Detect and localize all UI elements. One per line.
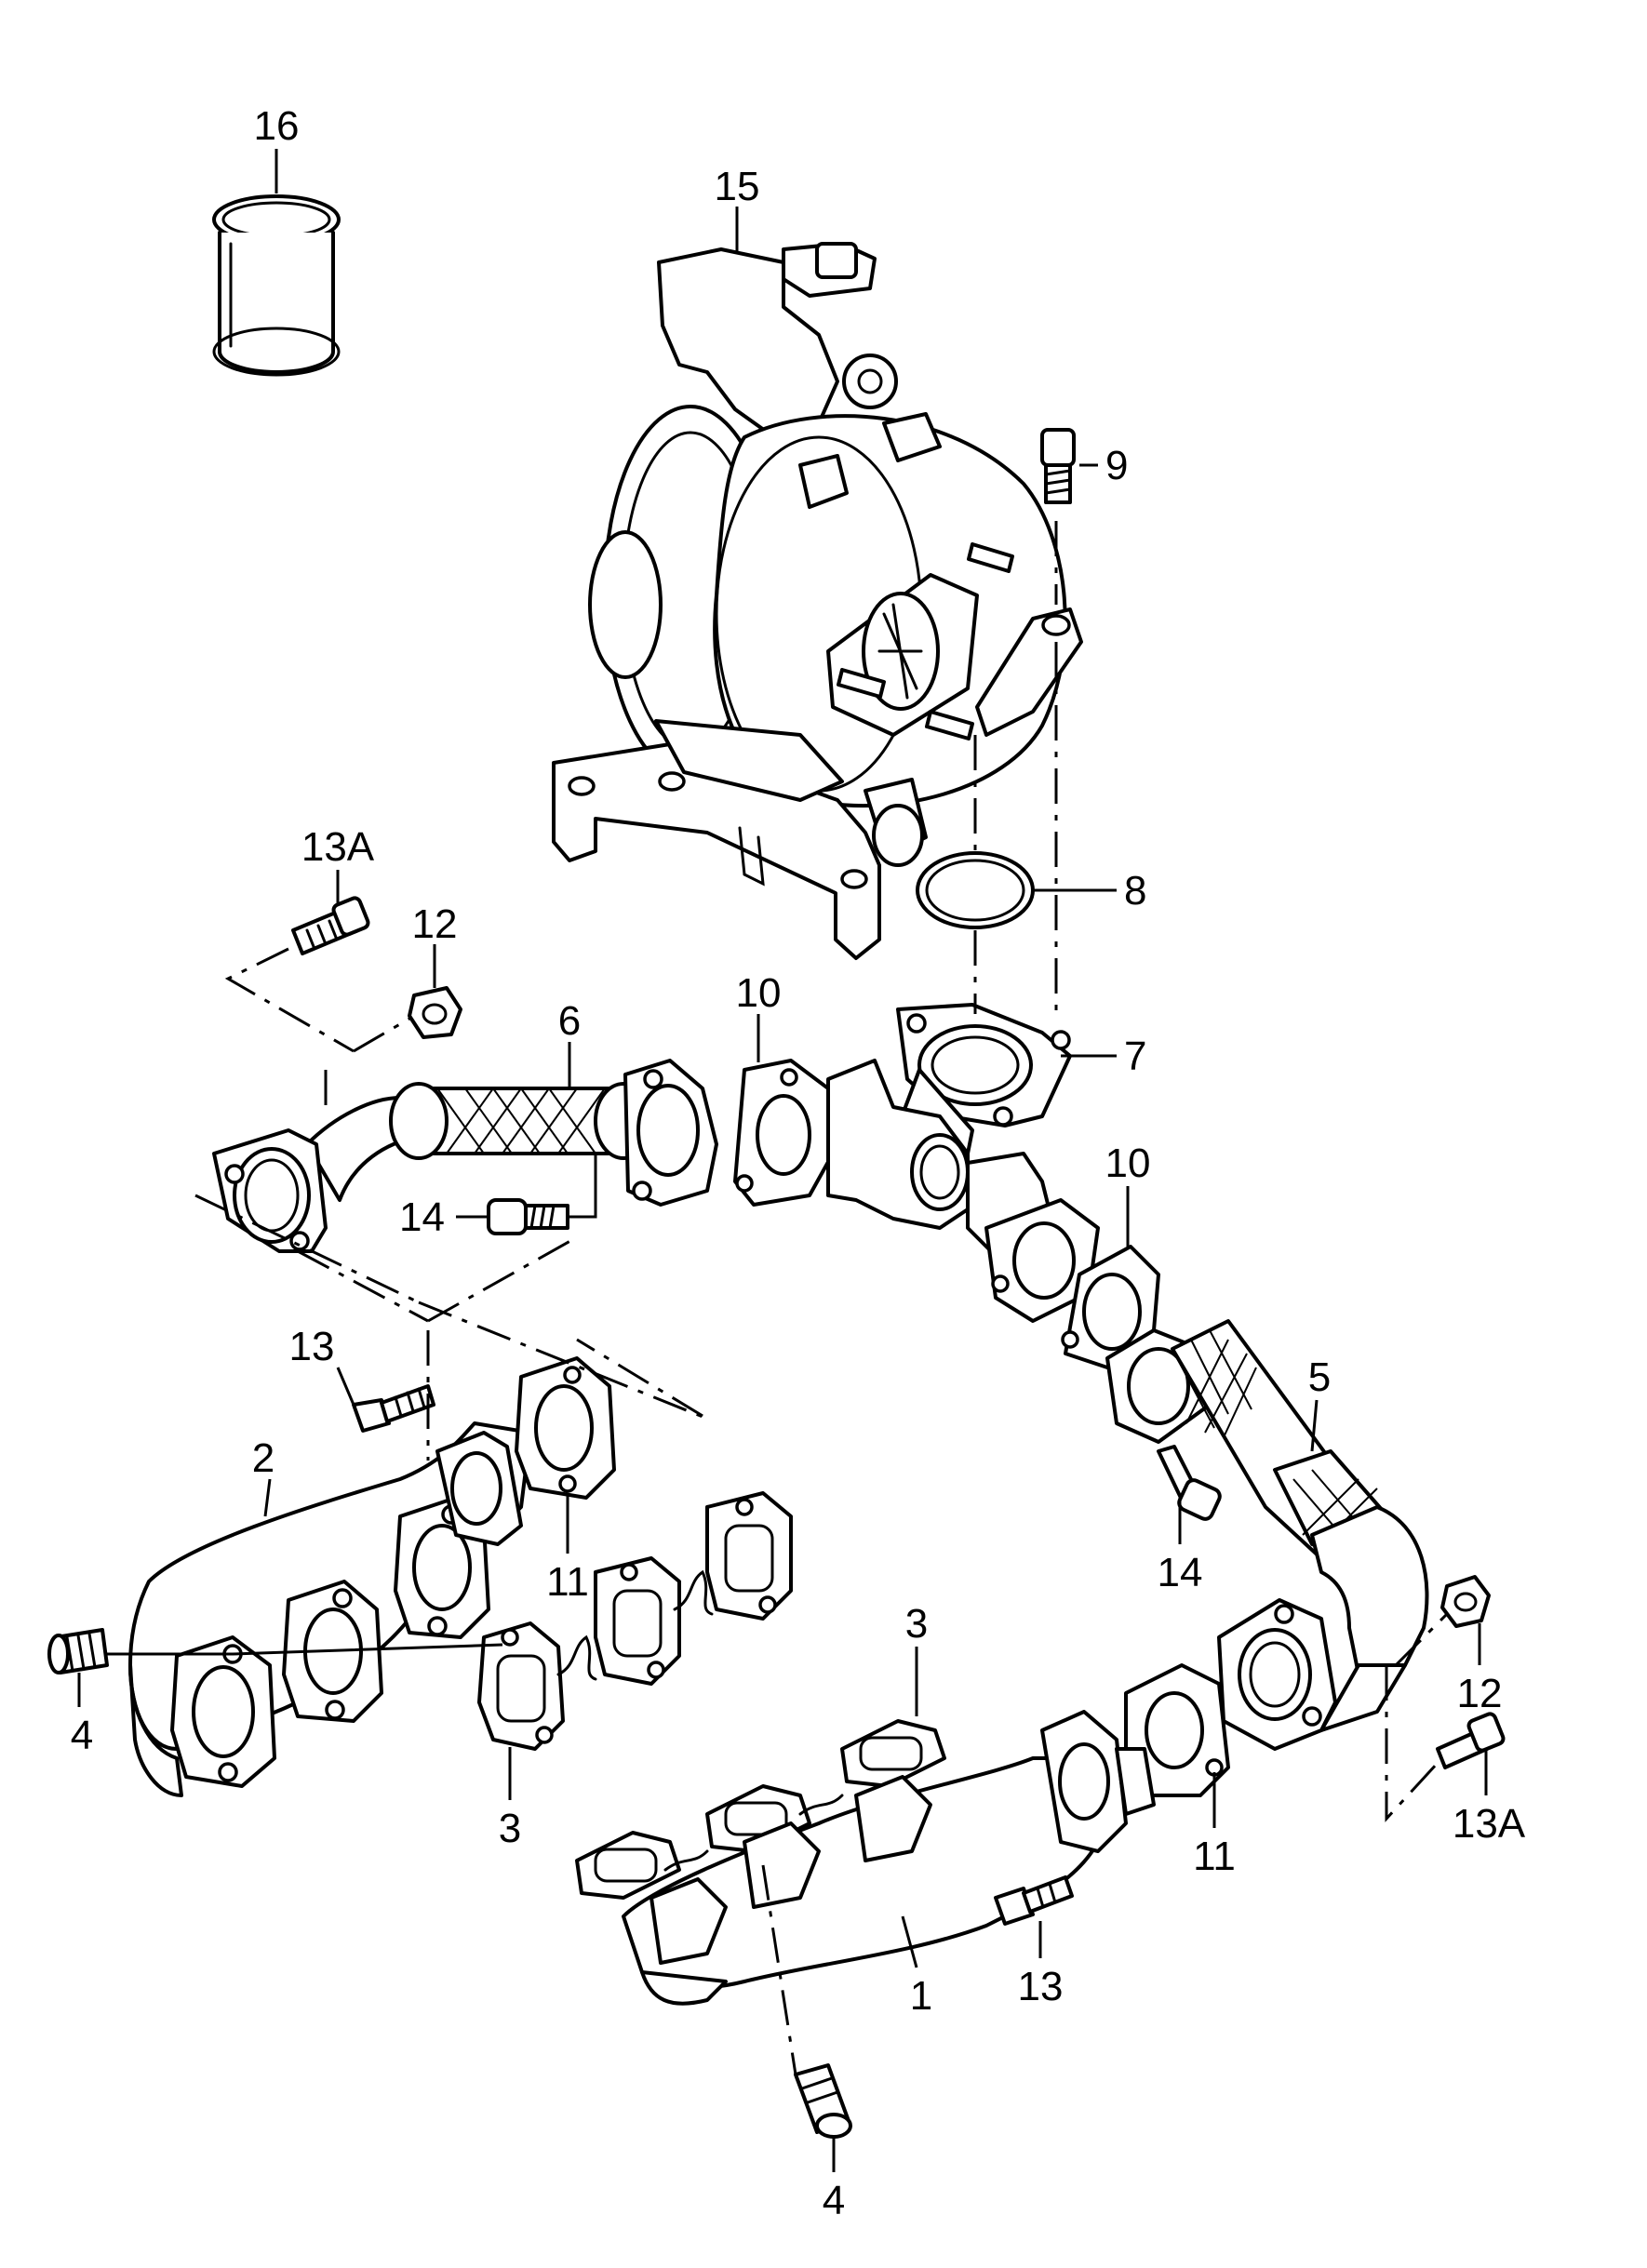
- callout-8: 8: [1124, 868, 1146, 914]
- ring-gasket-part-8: [916, 851, 1035, 929]
- callout-10-right: 10: [1105, 1141, 1151, 1186]
- callout-labels: 16 15 9 8 7 13A 12 6 10 10 14 13 2 11 5 …: [71, 103, 1526, 2223]
- callout-3-left: 3: [499, 1806, 521, 1851]
- gasket-part-11-left: [515, 1356, 616, 1500]
- callout-12-top: 12: [412, 901, 458, 947]
- bolt-part-13-bottom: [994, 1875, 1074, 1926]
- nut-part-4-bottom: [794, 2063, 852, 2139]
- callout-12-right: 12: [1457, 1671, 1503, 1716]
- callout-1: 1: [910, 1973, 932, 2019]
- callout-11-left: 11: [546, 1559, 589, 1605]
- callout-11-right: 11: [1193, 1834, 1236, 1879]
- callout-13A-bottom: 13A: [1453, 1801, 1526, 1847]
- bolt-part-13A-bottom: [1436, 1712, 1506, 1769]
- callout-3-right: 3: [905, 1601, 928, 1647]
- callout-14-left: 14: [399, 1194, 445, 1240]
- gasket-part-10-left: [733, 1059, 835, 1207]
- exhaust-manifold-part-2: [128, 1421, 532, 1797]
- callout-13-bottom: 13: [1018, 1964, 1064, 2009]
- callout-9: 9: [1105, 443, 1128, 488]
- callout-13-left: 13: [289, 1324, 335, 1369]
- sleeve-part-16: [212, 194, 341, 377]
- gasket-part-11-right: [1124, 1663, 1230, 1797]
- callout-4-left: 4: [71, 1713, 93, 1758]
- leader-lines: [77, 149, 1488, 2172]
- flex-pipe-part-6: [212, 1059, 718, 1253]
- bolt-part-13-left: [352, 1384, 435, 1433]
- callout-16: 16: [254, 103, 300, 149]
- callout-13A-top: 13A: [301, 824, 375, 870]
- callout-4-bottom: 4: [823, 2178, 845, 2223]
- nut-part-12-right: [1440, 1575, 1491, 1628]
- nut-part-12-top: [408, 986, 462, 1039]
- turbocharger-part-15: [552, 242, 1083, 960]
- callout-6: 6: [558, 998, 581, 1044]
- callout-14-right: 14: [1158, 1550, 1203, 1595]
- exhaust-manifold-part-1: [622, 1710, 1156, 2006]
- callout-10-left: 10: [736, 970, 782, 1016]
- manifold-gasket-part-3-left: [477, 1491, 793, 1751]
- pipe-flange-lower-right: [1217, 1598, 1337, 1751]
- callout-2: 2: [252, 1435, 274, 1481]
- flex-pipe-part-5: [1105, 1319, 1429, 1732]
- bolt-part-14-right: [1157, 1445, 1222, 1521]
- bolt-part-14-left: [487, 1198, 569, 1235]
- callout-5: 5: [1308, 1354, 1331, 1400]
- bolt-part-13A-top: [291, 896, 370, 955]
- bolt-part-9: [1040, 428, 1098, 504]
- nut-part-4-left: [47, 1628, 109, 1674]
- callout-7: 7: [1124, 1034, 1146, 1079]
- callout-15: 15: [715, 164, 760, 209]
- alignment-lines: [194, 521, 1449, 2075]
